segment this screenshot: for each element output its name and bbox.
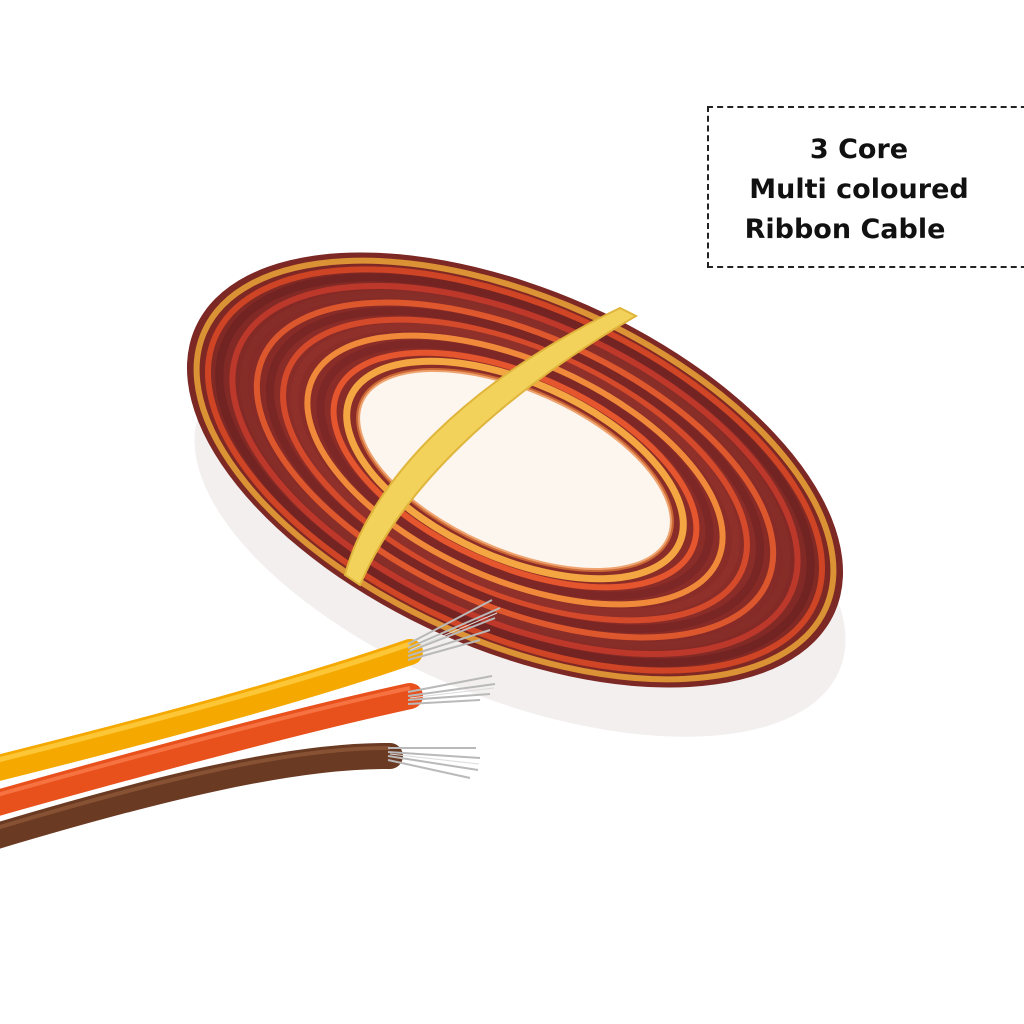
label-line-3: Ribbon Cable <box>744 214 946 245</box>
product-label-box: 3 Core Multi coloured Ribbon Cable <box>707 106 1024 268</box>
label-line-2: Multi coloured <box>749 174 969 205</box>
loose-wire-ends <box>0 599 501 849</box>
rubber-band <box>343 306 639 587</box>
label-line-1: 3 Core <box>809 134 909 165</box>
